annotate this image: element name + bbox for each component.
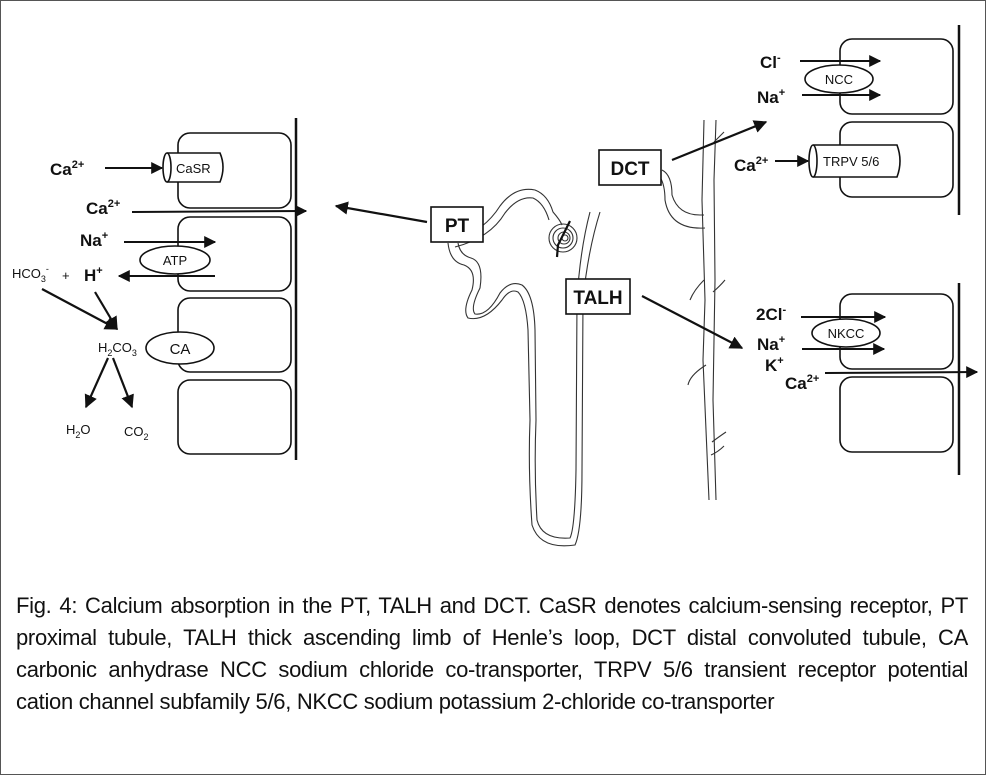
segment-pt-label: PT [445,216,470,237]
ion-na: Na+ [80,230,108,250]
arrow-pt-to-panel [334,201,428,224]
segment-talh-box: TALH [565,278,631,315]
dct-panel: Cl- NCC Na+ Ca2+ TRPV 5/6 [734,25,961,215]
nephron-sketch [447,119,727,547]
ion-ca: Ca2+ [734,155,768,175]
ion-na: Na+ [757,334,785,354]
arrow-to-co2 [111,357,134,409]
segment-dct-label: DCT [610,159,649,180]
cell [177,379,292,455]
ca-enzyme-label: CA [170,341,191,358]
cell [839,376,954,453]
co2-label: CO2 [124,424,149,442]
ion-ca-2: Ca2+ [86,198,120,218]
ion-h: H+ [84,265,103,285]
arrow-hco3-to-h2co3 [41,288,119,330]
figure-caption: Fig. 4: Calcium absorption in the PT, TA… [16,593,968,714]
arrow-dct-to-panel [671,120,768,162]
segment-talh-label: TALH [573,288,622,309]
talh-panel: 2Cl- NKCC Na+ K+ Ca2+ [756,283,979,475]
atp-exchanger: ATP [139,245,211,275]
arrow-ca-paracellular [131,205,308,218]
ion-cl: Cl- [760,52,781,72]
segment-pt-box: PT [430,206,484,243]
ion-2cl: 2Cl- [756,304,786,324]
arrow-to-h2o [84,357,110,409]
hco3-label: HCO3- [12,264,49,284]
h2o-label: H2O [66,422,91,440]
segment-dct-box: DCT [598,149,662,186]
ion-ca: Ca2+ [785,373,819,393]
ion-k: K+ [765,355,784,375]
trpv-label: TRPV 5/6 [823,154,879,169]
nkcc-label: NKCC [828,326,865,341]
arrow-ca-paracellular [824,366,979,379]
ion-na: Na+ [757,87,785,107]
carbonic-anhydrase: CA [145,331,215,365]
ion-ca-1: Ca2+ [50,159,84,179]
plus-sign: + [62,268,70,283]
ncc-transporter: NCC [804,64,874,94]
nkcc-transporter: NKCC [811,318,881,348]
ncc-label: NCC [825,72,853,87]
arrow-talh-to-panel [641,295,744,349]
h2co3-label: H2CO3 [98,340,137,358]
trpv-channel: TRPV 5/6 [808,144,901,178]
casr-label: CaSR [176,161,211,176]
pt-panel: CaSR Ca2+ Ca2+ Na+ ATP HCO3- + H+ H2CO3 … [12,118,308,460]
casr-receptor: CaSR [162,152,224,183]
arrow-h-to-h2co3 [94,291,118,331]
atp-label: ATP [163,253,187,268]
